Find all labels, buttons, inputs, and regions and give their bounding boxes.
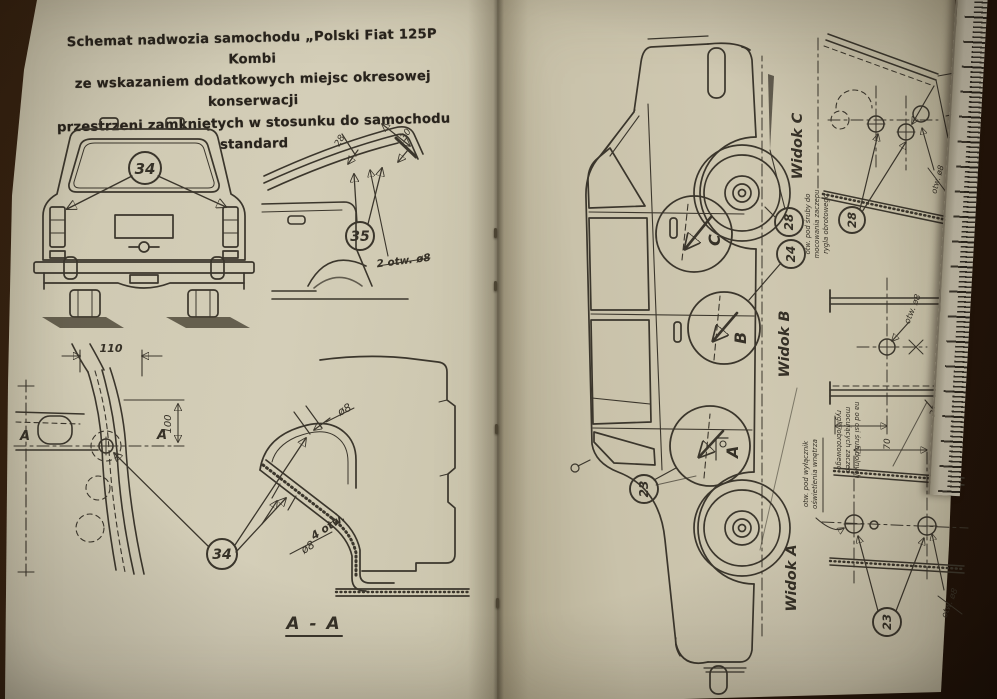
callout-23-label: 23 xyxy=(637,481,651,498)
door-handle xyxy=(673,321,682,343)
rear-view-drawing: 34 xyxy=(33,117,255,328)
callout-24-label: 24 xyxy=(784,246,798,263)
dim-110: 110 xyxy=(100,342,123,355)
rear-window xyxy=(68,138,220,193)
detail-circle-a xyxy=(669,405,751,487)
widok-a-dim-70: 70 xyxy=(883,438,893,450)
detail-circle-c xyxy=(655,195,733,273)
callout-circle-24 xyxy=(776,239,806,269)
widok-c-title: Widok C xyxy=(790,112,806,179)
car-upper-outline xyxy=(585,43,709,664)
widok-a-title: Widok A xyxy=(784,544,800,611)
detail-b-label: B xyxy=(731,332,750,344)
dim-100: 100 xyxy=(163,414,174,433)
widok-c-note-1: otw. pod śruby do xyxy=(804,194,812,255)
spine-stitch xyxy=(496,598,499,608)
hole-small xyxy=(869,520,879,530)
pillar-section-view xyxy=(13,343,185,581)
dim-o8: ø8 xyxy=(334,401,353,419)
roof-foot xyxy=(165,117,185,130)
section-marker-a-left: A xyxy=(19,429,30,444)
callout-34b-label: 34 xyxy=(212,547,231,563)
widok-c-note-2: mocowania zaczepu xyxy=(813,190,821,259)
front-wheel xyxy=(693,479,791,577)
callout-circle-23a xyxy=(872,607,902,637)
wheel-left xyxy=(69,289,101,318)
widok-a-note-1: otw. pod wyłącznik xyxy=(802,440,810,507)
callout-28-label: 28 xyxy=(782,214,796,231)
roof-foot xyxy=(99,117,119,130)
detail-c-label: C xyxy=(705,234,724,246)
callout-23a-label: 23 xyxy=(880,614,894,630)
widok-b-drawing: Widok B otw. ø8 25 na od osi śrub dolnyc… xyxy=(777,277,942,478)
car-side-view-drawing: C B A 28 24 23 xyxy=(570,35,806,695)
tail-lamp-right xyxy=(222,206,239,248)
detail-circle-b xyxy=(687,291,761,365)
callout-circle-23 xyxy=(629,474,659,504)
widok-a-otw8: otw. ø8 xyxy=(940,586,961,619)
section-marker-a-right: A xyxy=(156,428,167,443)
widok-b-note-1: na od osi śrub dolnych xyxy=(853,402,861,479)
car-body-outline xyxy=(42,128,246,261)
fuel-flap xyxy=(287,215,306,225)
rear-door-window xyxy=(588,217,650,311)
note-2otw: 2 otw. ø8 xyxy=(376,252,431,271)
detail-a-label: A xyxy=(723,446,742,460)
callout-34-label: 34 xyxy=(135,160,156,178)
callout-28c-label: 28 xyxy=(845,212,859,228)
widok-b-note-2: mocujących zaczep xyxy=(844,407,852,473)
widok-a-drawing: 23 Widok A 70 otw. ø8 otw. pod wyłącznik… xyxy=(784,437,969,637)
license-plate xyxy=(114,214,174,239)
widok-a-note-2: oświetlenia wnętrza xyxy=(811,439,819,509)
callout-circle-35 xyxy=(345,221,375,251)
spine-stitch xyxy=(494,281,497,291)
tail-lamp-left xyxy=(49,206,66,248)
roof-rail-detail-drawing: 35 28 30 2 otw. ø8 xyxy=(261,116,431,300)
door-handle xyxy=(669,217,678,239)
section-arrow-wedge xyxy=(768,74,774,150)
quarter-window xyxy=(587,147,646,209)
rear-bumper-guard xyxy=(707,47,726,99)
widok-c-note-3: rygla obrotowego xyxy=(822,194,830,254)
front-door-window xyxy=(590,319,652,425)
windshield xyxy=(593,431,656,466)
emblem xyxy=(138,241,150,253)
bumper xyxy=(33,261,255,274)
rear-wheel xyxy=(693,144,791,242)
callout-circle-28 xyxy=(774,207,804,237)
right-page xyxy=(497,0,961,699)
section-aa-view xyxy=(259,355,471,597)
car-rotated-group: C B A xyxy=(570,35,791,695)
spine-stitch xyxy=(495,424,498,434)
callout-circle-28c xyxy=(838,206,866,234)
dim-30: 30 xyxy=(399,127,414,142)
widok-b-note-3: rygla obrotowego xyxy=(835,410,843,470)
callout-circle-34b xyxy=(206,538,238,570)
callout-circle-34 xyxy=(128,151,162,185)
wheel-right xyxy=(187,289,219,318)
spine-stitch xyxy=(494,228,497,238)
callout-35-label: 35 xyxy=(350,229,370,245)
wheel-arch xyxy=(307,259,367,287)
section-aa-title: A - A xyxy=(284,614,341,634)
widok-b-title: Widok B xyxy=(777,310,793,377)
left-page xyxy=(5,0,497,699)
widok-c-otw8: otw. ø8 xyxy=(929,164,945,194)
section-drawings: 110 100 A A xyxy=(13,342,471,637)
hole xyxy=(912,105,930,123)
front-bumper-guard xyxy=(709,665,728,695)
mirror xyxy=(570,463,580,473)
